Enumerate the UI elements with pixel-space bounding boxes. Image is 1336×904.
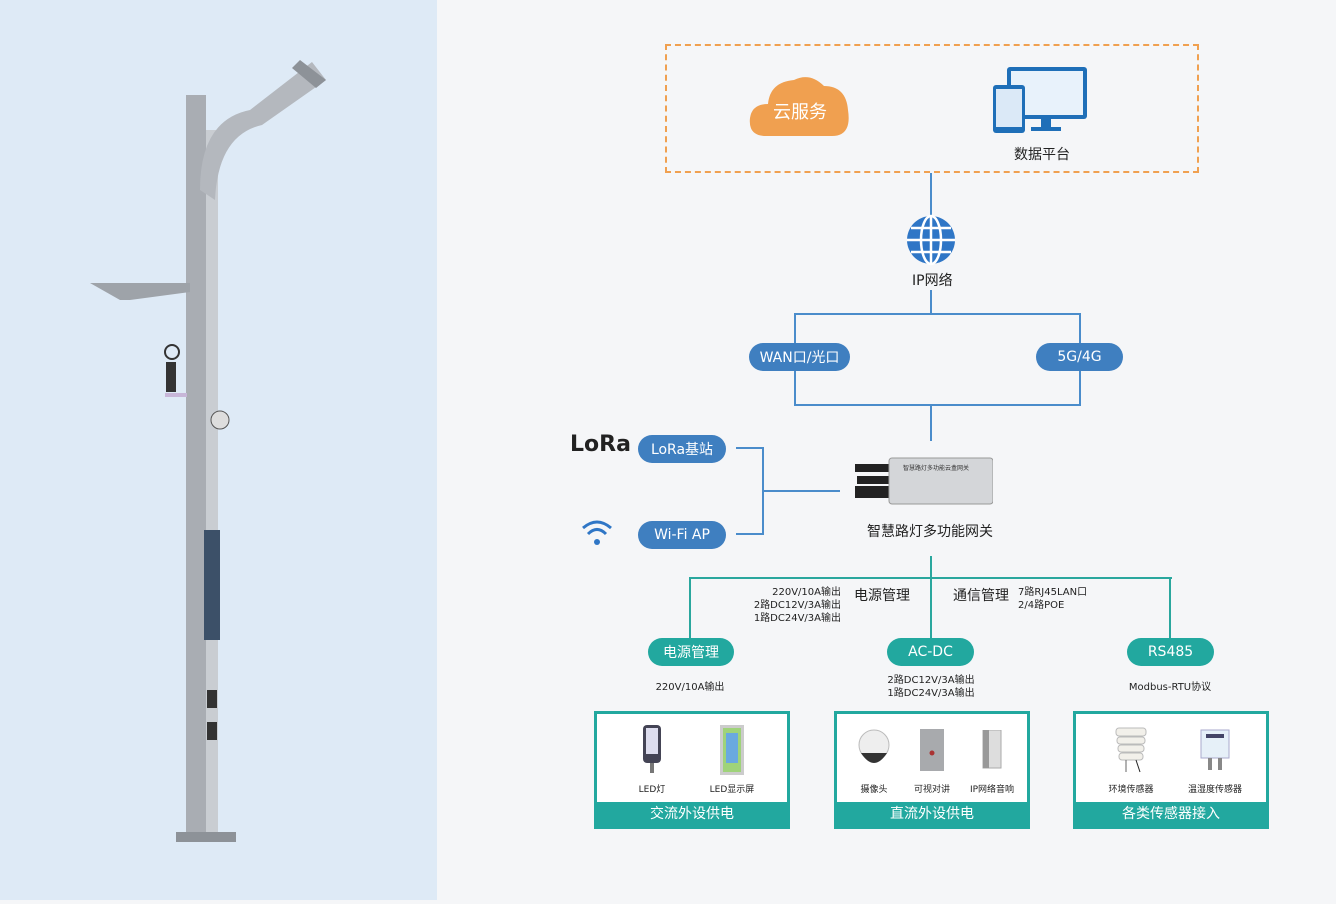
network-label: IP网络 [912, 273, 953, 289]
cellular-pill: 5G/4G [1036, 343, 1123, 371]
device-led-screen: LED显示屏 [697, 724, 767, 795]
sensors-box: 环境传感器 温湿度传感器 各类传感器接入 [1073, 711, 1269, 829]
smart-pole-illustration [90, 60, 326, 842]
box-footer: 各类传感器接入 [1076, 802, 1266, 826]
wan-pill: WAN口/光口 [749, 343, 850, 371]
lora-pill: LoRa基站 [638, 435, 726, 463]
branch-desc: 220V/10A输出 [655, 682, 725, 693]
gateway-plate-title: 智慧路灯多功能云盒网关 [903, 465, 970, 472]
device-env-sensor: 环境传感器 [1096, 724, 1166, 795]
cloud-layer-box [665, 44, 1199, 173]
branch-pill-power: 电源管理 [648, 638, 734, 666]
smart-pole-panel [0, 0, 437, 900]
gateway-device: 智慧路灯多功能云盒网关 [855, 456, 993, 506]
device-led-lamp: LED灯 [617, 724, 687, 795]
lora-logo: LoRa [570, 432, 631, 457]
wifi-pill: Wi-Fi AP [638, 521, 726, 549]
branch-desc: Modbus-RTU协议 [1128, 682, 1212, 693]
gateway-label: 智慧路灯多功能网关 [867, 524, 993, 540]
device-intercom: 可视对讲 [897, 724, 967, 795]
ac-peripherals-box: LED灯 LED显示屏 交流外设供电 [594, 711, 790, 829]
dc-peripherals-box: 摄像头 可视对讲 IP网络音响 直流外设供电 [834, 711, 1030, 829]
monitor-icon [993, 67, 1089, 139]
cloud-label: 云服务 [773, 102, 827, 123]
device-ip-speaker: IP网络音响 [957, 724, 1027, 795]
comm-mgmt-title: 通信管理 [953, 588, 1009, 604]
wifi-icon [580, 518, 614, 552]
branch-pill-rs485: RS485 [1127, 638, 1214, 666]
device-camera: 摄像头 [839, 724, 909, 795]
box-footer: 交流外设供电 [597, 802, 787, 826]
platform-label: 数据平台 [1014, 147, 1070, 163]
power-mgmt-title: 电源管理 [854, 588, 910, 604]
globe-icon [905, 214, 957, 270]
branch-pill-acdc: AC-DC [887, 638, 974, 666]
cloud-icon: 云服务 [748, 70, 852, 138]
box-footer: 直流外设供电 [837, 802, 1027, 826]
device-humidity-sensor: 温湿度传感器 [1180, 724, 1250, 795]
